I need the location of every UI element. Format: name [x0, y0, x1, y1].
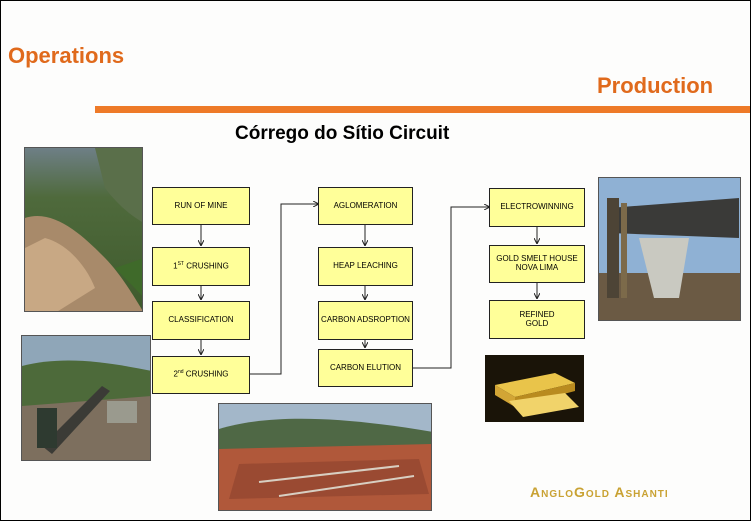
title-divider	[95, 106, 750, 113]
node-1st-crushing: 1ST CRUSHING	[152, 247, 250, 286]
gold-bars-photo	[485, 355, 584, 422]
node-aglomeration: AGLOMERATION	[318, 187, 413, 225]
heap-leach-pad-photo	[218, 403, 432, 511]
node-gold-smelt-house: GOLD SMELT HOUSE NOVA LIMA	[489, 245, 585, 283]
anglogold-ashanti-logo: AngloGold Ashanti	[530, 484, 669, 500]
node-2nd-crushing: 2nd CRUSHING	[152, 356, 250, 394]
node-refined-gold: REFINED GOLD	[489, 300, 585, 339]
node-carbon-adsorption: CARBON ADSROPTION	[318, 301, 413, 340]
mine-site-aerial-photo	[24, 147, 143, 312]
node-electrowinning: ELECTROWINNING	[489, 188, 585, 227]
processing-plant-photo	[598, 177, 741, 321]
node-classification: CLASSIFICATION	[152, 301, 250, 340]
diagram-title: Córrego do Sítio Circuit	[235, 123, 450, 144]
section-title: Operations	[8, 43, 125, 68]
node-heap-leaching: HEAP LEACHING	[318, 247, 413, 286]
node-carbon-elution: CARBON ELUTION	[318, 349, 413, 387]
node-run-of-mine: RUN OF MINE	[152, 187, 250, 225]
crushing-plant-photo	[21, 335, 151, 461]
page-title: Production	[597, 73, 714, 98]
